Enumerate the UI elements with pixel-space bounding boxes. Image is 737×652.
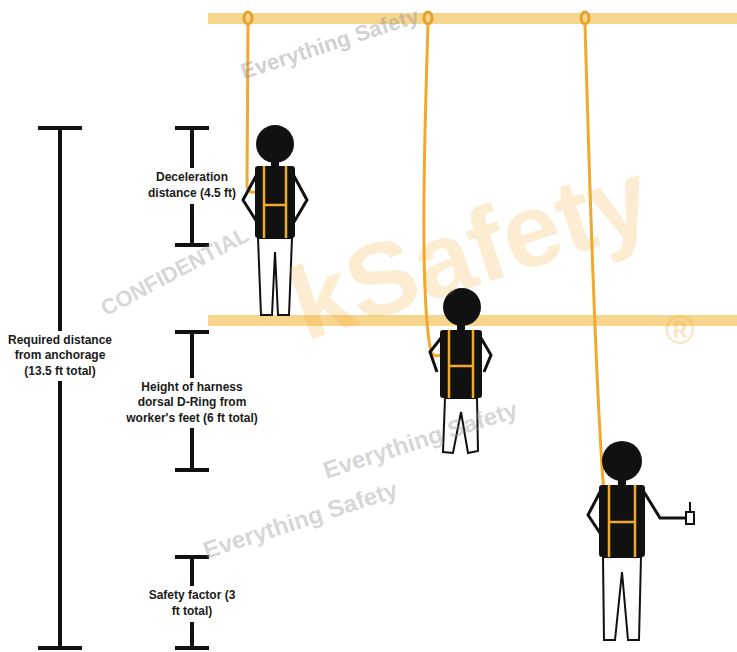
dimension-label: Height of harness dorsal D-Ring from wor… <box>125 378 259 429</box>
dimension-label: Required distance from anchorage (13.5 f… <box>5 331 115 382</box>
watermark-text: CONFIDENTIAL <box>97 222 254 322</box>
anchor-beam <box>208 13 737 24</box>
dimension-label: Deceleration distance (4.5 ft) <box>143 168 241 203</box>
watermark-text: Everything Safety <box>319 395 520 484</box>
watermark-logo: kSafety <box>276 136 665 364</box>
watermark-text: Everything Safety <box>199 475 400 564</box>
dimension-label: Safety factor (3 ft total) <box>145 586 239 621</box>
worker-arrested <box>588 441 694 640</box>
watermark-text: Everything Safety <box>238 3 423 85</box>
watermark-mark: ® <box>665 308 694 353</box>
